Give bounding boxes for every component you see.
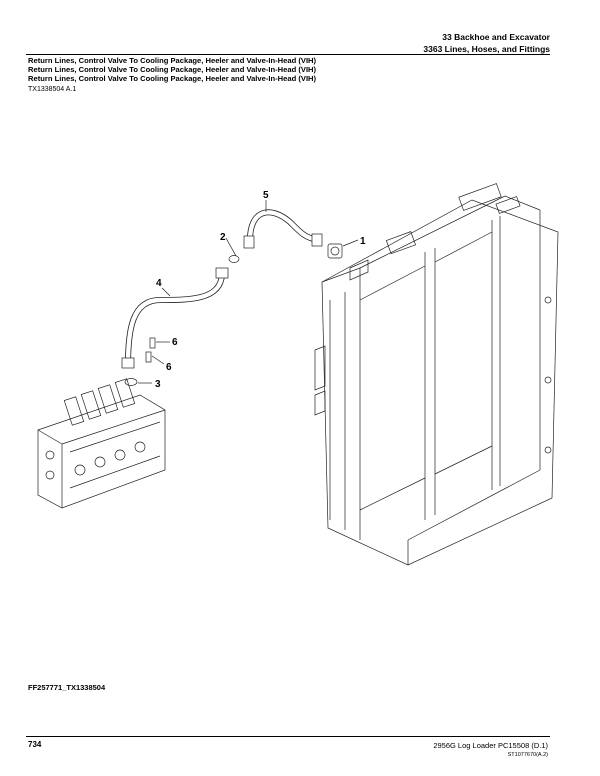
o-ring-item-2 xyxy=(228,255,240,263)
callout-2: 2 xyxy=(220,232,226,243)
page-title: Return Lines, Control Valve To Cooling P… xyxy=(28,56,317,65)
o-ring-item-3 xyxy=(124,378,138,386)
title-block: Return Lines, Control Valve To Cooling P… xyxy=(28,56,316,83)
cooling-package-illustration xyxy=(314,183,559,566)
parts-diagram: 1 2 3 4 5 6 6 xyxy=(37,183,559,566)
document-code: ST1077670(A.2) xyxy=(507,752,548,758)
callout-6: 6 xyxy=(172,337,178,348)
fitting-item-1 xyxy=(327,243,343,259)
model-info: 2956G Log Loader PC15508 (D.1) xyxy=(433,741,548,750)
callout-3: 3 xyxy=(155,379,161,390)
page-title: Return Lines, Control Valve To Cooling P… xyxy=(28,74,317,83)
hose-item-5 xyxy=(243,209,323,249)
leader-lines xyxy=(138,200,359,384)
header-divider xyxy=(26,54,550,55)
control-valve-illustration xyxy=(37,378,166,509)
document-id: TX1338504 A.1 xyxy=(28,86,77,93)
callout-4: 4 xyxy=(156,278,162,289)
bolt-item-6 xyxy=(145,337,156,363)
footer-divider xyxy=(26,736,550,737)
figure-id: FF257771_TX1338504 xyxy=(28,683,106,692)
section-title: 33 Backhoe and Excavator xyxy=(442,32,550,42)
callout-1: 1 xyxy=(360,236,366,247)
page-title: Return Lines, Control Valve To Cooling P… xyxy=(28,65,317,74)
callout-6: 6 xyxy=(166,362,172,373)
subsection-title: 3363 Lines, Hoses, and Fittings xyxy=(423,44,550,54)
page-number: 734 xyxy=(28,740,42,749)
callout-5: 5 xyxy=(263,190,269,201)
hose-item-4 xyxy=(121,267,229,369)
